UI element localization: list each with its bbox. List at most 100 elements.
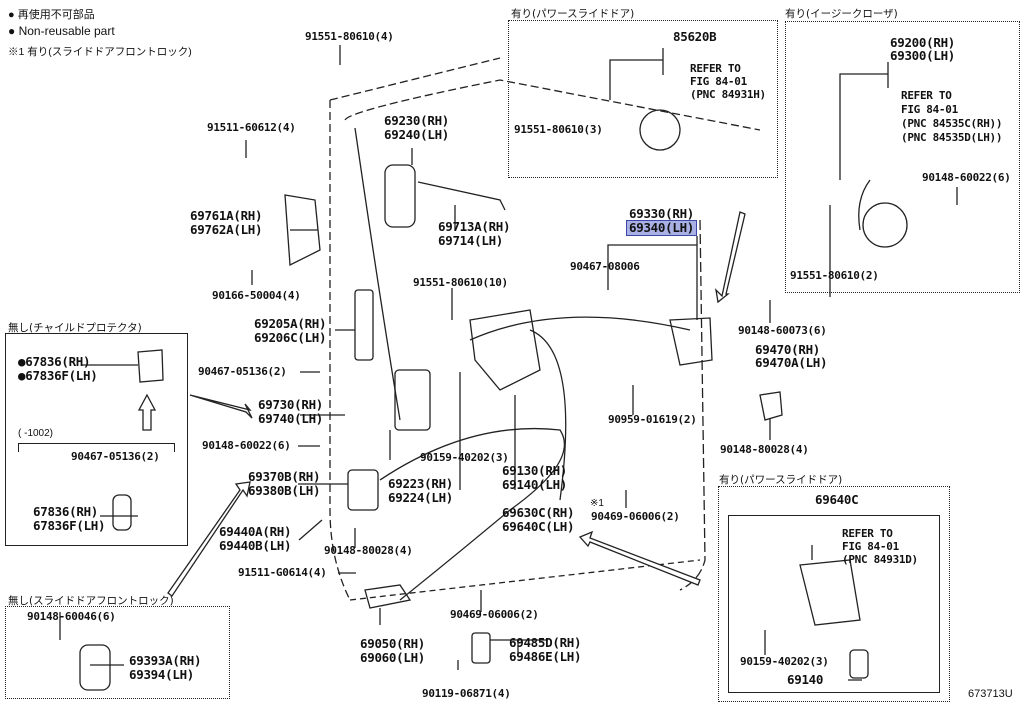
part-label-69206c-lh[interactable]: 69206C(LH) (254, 330, 327, 345)
inset-easy-closer (785, 21, 1020, 293)
part-label-90148-80028-front[interactable]: 90148-80028(4) (324, 544, 413, 557)
arrow-up-icon (137, 393, 157, 431)
inset-no-front-lock (5, 606, 230, 699)
part-label-90119-06871[interactable]: 90119-06871(4) (422, 687, 511, 700)
part-label-69370b-rh[interactable]: 69370B(RH) (248, 469, 321, 484)
arrow-icon (167, 481, 251, 597)
part-label-90467-05136-child[interactable]: 90467-05136(2) (71, 450, 160, 463)
part-label-90959-01619[interactable]: 90959-01619(2) (608, 413, 697, 426)
rear-lock-shape (669, 317, 713, 366)
part-label-69730-rh[interactable]: 69730(RH) (258, 397, 324, 412)
door-rear-edge (679, 219, 706, 591)
part-label-90148-80028-striker[interactable]: 90148-80028(4) (720, 443, 809, 456)
part-label-90148-60046[interactable]: 90148-60046(6) (27, 610, 116, 623)
inset-child-protector (5, 333, 188, 546)
part-label-69440b-lh[interactable]: 69440B(LH) (219, 538, 292, 553)
part-label-91551-80610-2[interactable]: 91551-80610(2) (790, 269, 879, 282)
inset-title-easy-closer: 有り(イージークローザ) (785, 8, 898, 20)
part-label-69200-rh[interactable]: 69200(RH) (890, 35, 956, 50)
part-label-69300-lh[interactable]: 69300(LH) (890, 48, 956, 63)
arrow-icon (189, 394, 253, 419)
inset-title-no-front-lock: 無し(スライドドアフロントロック) (8, 595, 174, 607)
door-outline (329, 57, 501, 601)
handle-rod-shape (417, 181, 506, 211)
part-label-67836-rh[interactable]: 67836(RH) (33, 504, 99, 519)
part-label-69485d-rh[interactable]: 69485D(RH) (509, 635, 582, 650)
refer-note-84535[interactable]: REFER TO FIG 84-01 (PNC 84535C(RH)) (PNC… (901, 89, 1003, 144)
refer-note-84931d[interactable]: REFER TO FIG 84-01 (PNC 84931D) (842, 527, 918, 566)
part-label-69380b-lh[interactable]: 69380B(LH) (248, 483, 321, 498)
part-label-90469-06006-upper[interactable]: 90469-06006(2) (591, 510, 680, 523)
part-label-69640c[interactable]: 69640C (815, 492, 859, 507)
part-label-91551-80610-10[interactable]: 91551-80610(10) (413, 276, 508, 289)
bezel-shape (284, 194, 321, 267)
part-label-69714-lh[interactable]: 69714(LH) (438, 233, 504, 248)
part-label-69394-lh[interactable]: 69394(LH) (129, 667, 195, 682)
door-bottom-line (349, 559, 701, 601)
part-label-69230-rh[interactable]: 69230(RH) (384, 113, 450, 128)
part-label-67836f-lh[interactable]: 67836F(LH) (33, 518, 106, 533)
part-label-90467-08006[interactable]: 90467-08006 (570, 260, 640, 273)
front-lock-shape (347, 469, 379, 511)
part-label-69470-rh[interactable]: 69470(RH) (755, 342, 821, 357)
bottom-inset-lock (799, 559, 861, 626)
part-label-69761a-rh[interactable]: 69761A(RH) (190, 208, 263, 223)
inset-power-slide-top (508, 20, 778, 178)
part-label-85620b[interactable]: 85620B (673, 29, 717, 44)
part-label-90148-60073[interactable]: 90148-60073(6) (738, 324, 827, 337)
part-label-91511-60612[interactable]: 91511-60612(4) (207, 121, 296, 134)
part-label-90469-06006-lower[interactable]: 90469-06006(2) (450, 608, 539, 621)
inset-power-slide-bottom-inner (728, 515, 940, 693)
part-label-69240-lh[interactable]: 69240(LH) (384, 127, 450, 142)
part-label-69470a-lh[interactable]: 69470A(LH) (755, 355, 828, 370)
part-label-69330-rh[interactable]: 69330(RH) (629, 206, 695, 221)
part-label-69440a-rh[interactable]: 69440A(RH) (219, 524, 292, 539)
child-protector-lever (112, 494, 132, 531)
lower-lock-shape (364, 584, 412, 609)
part-label-69224-lh[interactable]: 69224(LH) (388, 490, 454, 505)
part-label-90148-60022-closer[interactable]: 90148-60022(6) (922, 171, 1011, 184)
part-label-69205a-rh[interactable]: 69205A(RH) (254, 316, 327, 331)
part-label-69140-lh[interactable]: 69140(LH) (502, 477, 568, 492)
door-glass-outline (344, 79, 761, 131)
refer-note-84931h[interactable]: REFER TO FIG 84-01 (PNC 84931H) (690, 62, 766, 101)
inside-handle-shape (394, 369, 431, 431)
part-label-90166-50004[interactable]: 90166-50004(4) (212, 289, 301, 302)
part-label-69762a-lh[interactable]: 69762A(LH) (190, 222, 263, 237)
part-label-69393a-rh[interactable]: 69393A(RH) (129, 653, 202, 668)
part-label-69340-lh-selected[interactable]: 69340(LH) (625, 220, 698, 236)
part-label-69713a-rh[interactable]: 69713A(RH) (438, 219, 511, 234)
part-label-91551-80610-3[interactable]: 91551-80610(3) (514, 123, 603, 136)
stopper-shape (471, 632, 491, 664)
part-label-90148-60022-main[interactable]: 90148-60022(6) (202, 439, 291, 452)
legend-non-reusable: ● Non-reusable part (8, 24, 115, 38)
part-label-91511-g0614[interactable]: 91511-G0614(4) (238, 566, 327, 579)
part-label-69060-lh[interactable]: 69060(LH) (360, 650, 426, 665)
part-label-90159-40202-main[interactable]: 90159-40202(3) (420, 451, 509, 464)
part-label-90159-40202-inset[interactable]: 90159-40202(3) (740, 655, 829, 668)
range-note: ( -1002) (18, 428, 54, 439)
figure-id: 673713U (968, 688, 1013, 700)
front-lock-cover (79, 644, 111, 691)
part-label-90467-05136-main[interactable]: 90467-05136(2) (198, 365, 287, 378)
part-label-67836f-lh-nonreusable[interactable]: ●67836F(LH) (18, 368, 98, 383)
part-label-67836-rh-nonreusable[interactable]: ●67836(RH) (18, 354, 91, 369)
bullet-icon: ● (8, 9, 15, 21)
cable-1 (469, 316, 691, 341)
door-inner-line (354, 127, 401, 421)
bullet-icon: ● (8, 24, 16, 38)
child-protector-knob (137, 349, 164, 383)
part-label-69130-rh[interactable]: 69130(RH) (502, 463, 568, 478)
part-label-69050-rh[interactable]: 69050(RH) (360, 636, 426, 651)
part-label-69640c-lh[interactable]: 69640C(LH) (502, 519, 575, 534)
part-label-69740-lh[interactable]: 69740(LH) (258, 411, 324, 426)
closer-shape (862, 202, 908, 248)
part-label-69223-rh[interactable]: 69223(RH) (388, 476, 454, 491)
remote-control-shape (354, 289, 374, 361)
part-label-69140-inset[interactable]: 69140 (787, 672, 824, 687)
inset-power-slide-bottom (718, 486, 950, 702)
part-label-69486e-lh[interactable]: 69486E(LH) (509, 649, 582, 664)
part-label-69630c-rh[interactable]: 69630C(RH) (502, 505, 575, 520)
part-label-91551-80610-4[interactable]: 91551-80610(4) (305, 30, 394, 43)
